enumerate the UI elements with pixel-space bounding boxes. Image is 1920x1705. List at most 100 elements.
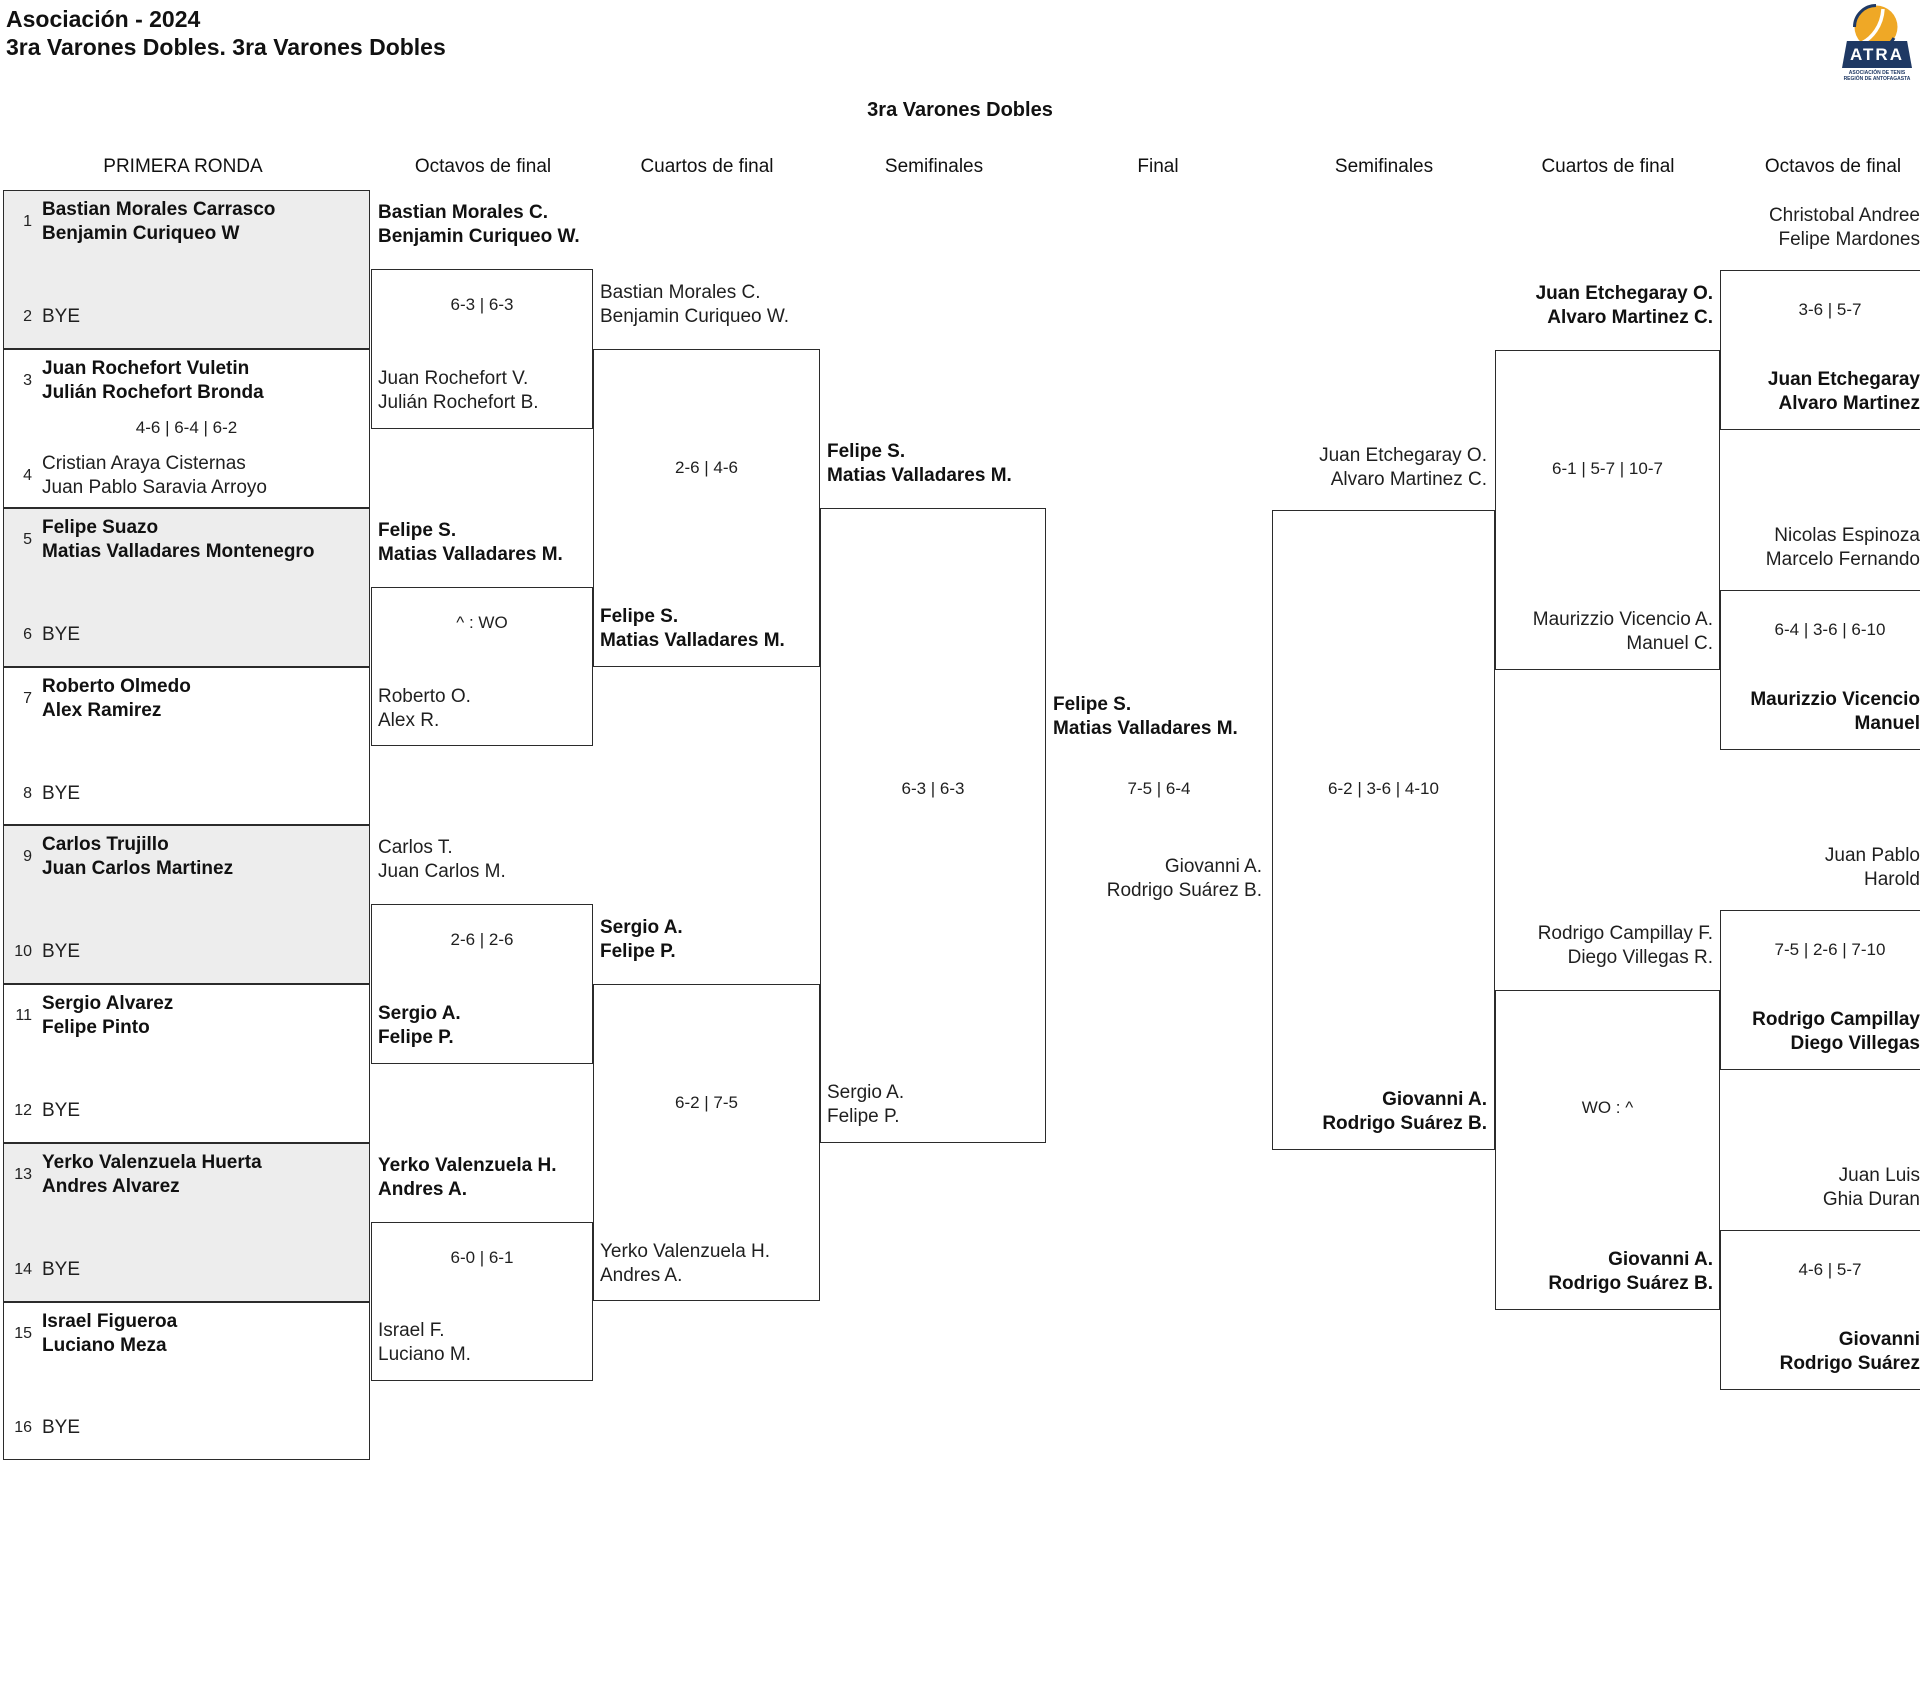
team-label: Roberto O.Alex R. — [378, 686, 471, 731]
player-name: Felipe Pinto — [42, 1017, 150, 1038]
match-box-semifinal-left — [820, 508, 1046, 1143]
match-box-octavos-right-4 — [1720, 1230, 1920, 1390]
match-score: 4-6 | 6-4 | 6-2 — [135, 418, 238, 437]
match-box-pair-4 — [3, 667, 370, 825]
match-box-octavos-left-4 — [371, 1222, 593, 1381]
player-name: Carlos Trujillo — [42, 834, 169, 855]
match-box-octavos-left-1 — [371, 269, 593, 429]
match-score: 3-6 | 5-7 — [1798, 300, 1862, 319]
match-box-pair-5 — [3, 825, 370, 984]
match-box-pair-7 — [3, 1143, 370, 1302]
team-label: Bastian Morales C.Benjamin Curiqueo W. — [378, 202, 580, 247]
match-box-cuartos-left-2 — [593, 984, 820, 1301]
match-box-octavos-right-3 — [1720, 910, 1920, 1070]
seed-number: 12 — [14, 1102, 32, 1119]
seed-number: 14 — [14, 1261, 32, 1278]
seed-number: 6 — [23, 626, 32, 643]
match-box-pair-2 — [3, 349, 370, 508]
bye-label: BYE — [42, 1417, 81, 1438]
team-label: Felipe S.Matias Valladares M. — [827, 441, 1012, 486]
team-label: Israel F.Luciano M. — [378, 1320, 471, 1365]
match-box-semifinal-right — [1272, 510, 1495, 1150]
round-header-final: Final — [1137, 156, 1179, 177]
team-label: Giovanni A.Rodrigo Suárez B. — [1548, 1249, 1713, 1294]
bye-label: BYE — [42, 941, 81, 962]
match-box-pair-3 — [3, 508, 370, 667]
match-score: 2-6 | 2-6 — [450, 930, 514, 949]
seed-number: 7 — [23, 690, 32, 707]
match-score: 7-5 | 2-6 | 7-10 — [1774, 940, 1886, 959]
match-box-octavos-left-2 — [371, 587, 593, 746]
seed-number: 5 — [23, 531, 32, 548]
match-score: 6-4 | 3-6 | 6-10 — [1774, 620, 1886, 639]
team-label: Giovanni A.Rodrigo Suárez B. — [1322, 1089, 1487, 1134]
match-box-cuartos-left-1 — [593, 349, 820, 667]
match-score: 6-0 | 6-1 — [450, 1248, 514, 1267]
seed-number: 16 — [14, 1419, 32, 1436]
team-label-final-runnerup: Giovanni A.Rodrigo Suárez B. — [1106, 856, 1262, 901]
round-header-semis-right: Semifinales — [1334, 156, 1434, 177]
player-name: Luciano Meza — [42, 1335, 167, 1356]
match-box-pair-8 — [3, 1302, 370, 1460]
match-box-pair-6 — [3, 984, 370, 1143]
team-label: Sergio A.Felipe P. — [600, 917, 683, 962]
team-label: Yerko Valenzuela H.Andres A. — [378, 1155, 557, 1200]
round-header-octavos-right: Octavos de final — [1764, 156, 1902, 177]
team-entry-16: 16 BYE — [8, 1416, 362, 1440]
match-box-cuartos-right-1 — [1495, 350, 1720, 670]
player-name: Felipe Suazo — [42, 517, 159, 538]
page-title: Asociación - 2024 3ra Varones Dobles. 3r… — [6, 5, 446, 61]
seed-number: 9 — [23, 848, 32, 865]
team-label-final-winner: Felipe S.Matias Valladares M. — [1053, 694, 1238, 739]
player-name: Sergio Alvarez — [42, 993, 174, 1014]
match-box-octavos-left-3 — [371, 904, 593, 1064]
player-name: Benjamin Curiqueo W — [42, 223, 240, 244]
player-name: Matias Valladares Montenegro — [42, 541, 315, 562]
match-score: 2-6 | 4-6 — [674, 458, 738, 477]
team-entry-14: 14 BYE — [8, 1258, 362, 1282]
logo-subtitle: ASOCIACIÓN DE TENIS REGIÓN DE ANTOFAGAST… — [1843, 70, 1911, 82]
category-name: 3ra Varones Dobles. 3ra Varones Dobles — [6, 34, 446, 60]
seed-number: 15 — [14, 1325, 32, 1342]
team-label: Juan Etchegaray O.Alvaro Martinez C. — [1319, 445, 1487, 490]
tournament-name: Asociación - 2024 — [6, 6, 201, 32]
seed-number: 8 — [23, 785, 32, 802]
seed-number: 1 — [23, 213, 32, 230]
team-label: Felipe S.Matias Valladares M. — [600, 606, 785, 651]
round-header-primera: PRIMERA RONDA — [103, 156, 263, 177]
team-label: Maurizzio Vicencio A.Manuel C. — [1532, 609, 1713, 654]
bye-label: BYE — [42, 306, 81, 327]
bye-label: BYE — [42, 1259, 81, 1280]
seed-number: 13 — [14, 1166, 32, 1183]
atra-logo: ATRA ASOCIACIÓN DE TENIS REGIÓN DE ANTOF… — [1842, 4, 1912, 88]
match-score: 6-1 | 5-7 | 10-7 — [1552, 459, 1663, 478]
team-label: Bastian Morales C.Benjamin Curiqueo W. — [600, 282, 790, 327]
match-box-cuartos-right-2 — [1495, 990, 1720, 1310]
bye-label: BYE — [42, 624, 81, 645]
seed-number: 4 — [23, 467, 32, 484]
logo-banner: ATRA — [1842, 41, 1912, 68]
match-score-final: 7-5 | 6-4 — [1127, 779, 1191, 798]
match-score: WO : ^ — [1581, 1098, 1634, 1117]
player-name: Yerko Valenzuela Huerta — [42, 1152, 262, 1173]
player-name: Israel Figueroa — [42, 1311, 178, 1332]
player-name: Roberto Olmedo — [42, 676, 191, 697]
round-header-octavos-left: Octavos de final — [414, 156, 552, 177]
player-name: Juan Pablo Saravia Arroyo — [42, 477, 267, 498]
bye-label: BYE — [42, 1100, 81, 1121]
player-name: Bastian Morales Carrasco — [42, 199, 276, 220]
round-header-cuartos-right: Cuartos de final — [1541, 156, 1675, 177]
